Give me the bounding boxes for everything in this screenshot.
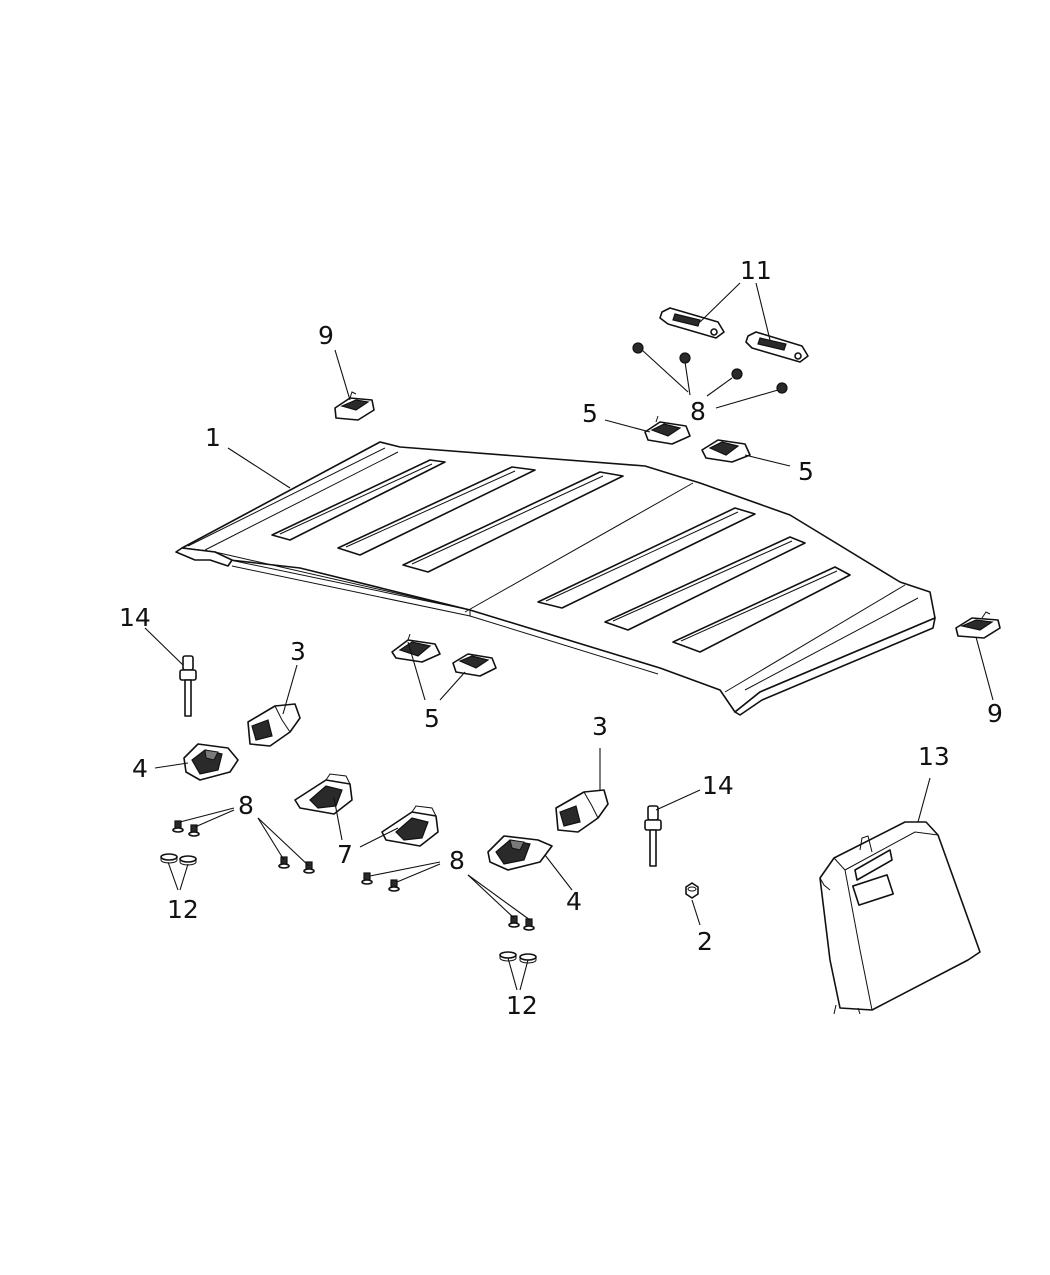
callout-9-left: 9 [318, 321, 334, 350]
hardtop-channels [271, 459, 851, 653]
pin-14-right [644, 805, 662, 867]
callouts: 1 2 3 3 4 4 5 5 5 7 8 8 8 9 9 11 12 12 1… [119, 256, 1003, 1020]
callout-5-lower: 5 [424, 704, 440, 733]
washer-12-right [499, 951, 537, 964]
callout-1: 1 [205, 423, 221, 452]
storage-bag-13 [819, 821, 981, 1015]
callout-8-left: 8 [238, 791, 254, 820]
nut-2 [685, 882, 699, 899]
latch-housing-4-left [183, 743, 239, 781]
callout-7: 7 [337, 840, 353, 869]
callout-9-right: 9 [987, 699, 1003, 728]
callout-3-left: 3 [290, 637, 306, 666]
callout-5-upper-left: 5 [582, 399, 598, 428]
callout-8-center: 8 [449, 846, 465, 875]
hardtop-panel [175, 441, 936, 716]
bracket-5-lower-a [391, 633, 441, 663]
bracket-7-left [294, 773, 353, 815]
bracket-9-right [955, 611, 1001, 639]
latch-cover-3-left [247, 703, 301, 747]
hinge-plate-11-left [659, 307, 725, 339]
callout-12-right: 12 [506, 991, 538, 1020]
leader-lines [144, 282, 994, 991]
bracket-5-lower-b [452, 653, 497, 677]
callout-3-right: 3 [592, 712, 608, 741]
callout-4-right: 4 [566, 887, 582, 916]
callout-5-upper-right: 5 [798, 457, 814, 486]
callout-2: 2 [697, 927, 713, 956]
callout-8-top: 8 [690, 397, 706, 426]
callout-14-left: 14 [119, 603, 151, 632]
latch-cover-3-right [555, 789, 609, 833]
bolt-8-top-group [632, 342, 788, 394]
callout-11: 11 [740, 256, 772, 285]
hinge-plate-11-right [745, 331, 809, 363]
callout-12-left: 12 [167, 895, 199, 924]
bracket-5-upper-b [701, 439, 751, 463]
bracket-7-right [381, 805, 439, 847]
bracket-5-upper-a [644, 415, 691, 445]
bolt-8-lower-groups [172, 820, 535, 931]
callout-4-left: 4 [132, 754, 148, 783]
pin-14-left [179, 655, 197, 717]
latch-housing-4-right [487, 835, 553, 871]
washer-12-left [160, 853, 197, 866]
callout-14-right: 14 [702, 771, 734, 800]
bracket-9-left [334, 391, 375, 421]
callout-13: 13 [918, 742, 950, 771]
